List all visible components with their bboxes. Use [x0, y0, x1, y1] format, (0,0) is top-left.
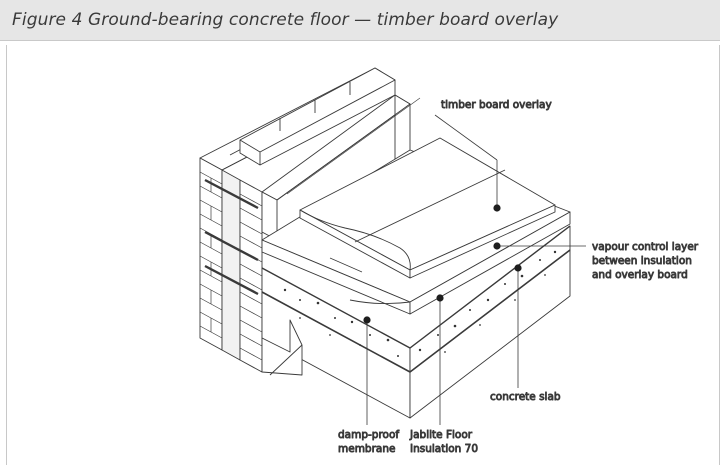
figure-title: Figure 4 Ground-bearing concrete floor —…: [12, 10, 559, 30]
leader-dots: [363, 204, 522, 324]
label-vapour-line3: and overlay board: [592, 269, 688, 281]
label-dpm-line1: damp-proof: [338, 429, 399, 441]
label-dpm-line2: membrane: [338, 443, 395, 455]
label-vapour-line2: between insulation: [592, 255, 692, 267]
brick-wall: [199, 67, 421, 373]
figure-header: Figure 4 Ground-bearing concrete floor —…: [0, 0, 720, 41]
label-vapour-line1: vapour control layer: [592, 241, 699, 253]
floor-buildup: [261, 137, 571, 419]
leader-lines: [366, 114, 586, 425]
label-jablite-line1: Jablite Floor: [409, 429, 473, 441]
label-timber-board-overlay: timber board overlay: [441, 99, 552, 111]
label-jablite-line2: Insulation 70: [410, 443, 478, 455]
label-concrete-slab: concrete slab: [490, 391, 561, 403]
concrete-aggregate: [283, 250, 557, 357]
